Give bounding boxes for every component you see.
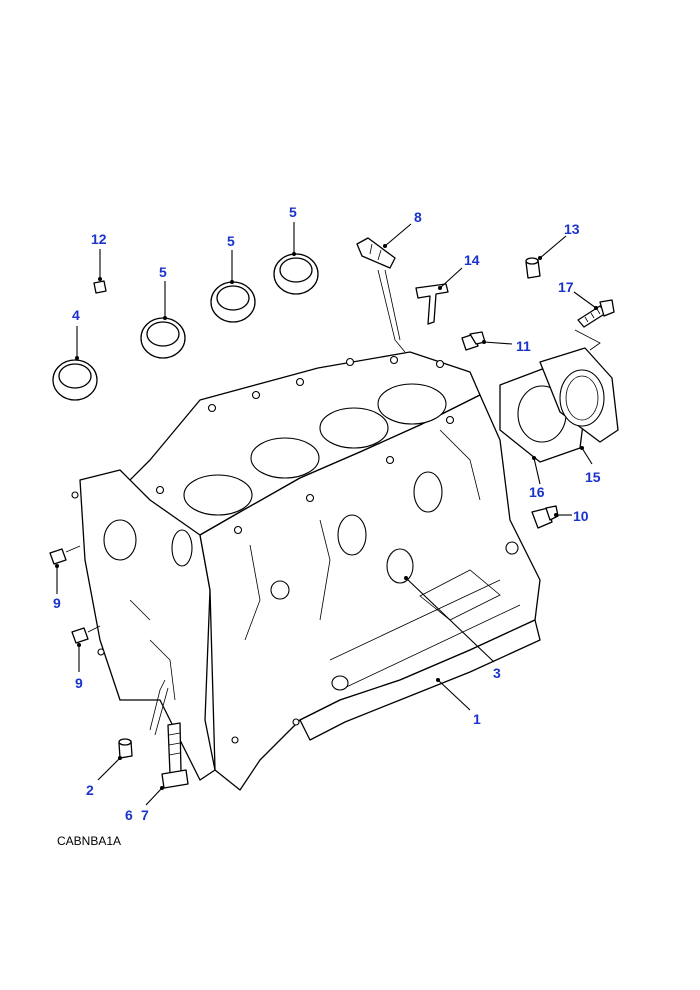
- callout-5b: 5: [227, 233, 235, 249]
- plug-8: [356, 237, 406, 353]
- rear-housing-15: [539, 347, 619, 443]
- dowel-2: [118, 738, 133, 759]
- callout-17: 17: [558, 279, 574, 295]
- callout-1: 1: [473, 711, 481, 727]
- callout-15: 15: [585, 469, 601, 485]
- callout-10: 10: [573, 508, 589, 524]
- cylinder-block: [71, 351, 541, 791]
- callout-5a: 5: [159, 264, 167, 280]
- callout-6: 6: [125, 807, 133, 823]
- callout-11: 11: [516, 338, 531, 354]
- callout-3: 3: [493, 665, 501, 681]
- callout-12: 12: [91, 231, 107, 247]
- callout-5c: 5: [289, 204, 297, 220]
- callout-16: 16: [529, 484, 545, 500]
- main-bearing-shell-5c: [273, 253, 319, 295]
- plug-9-lower: [71, 625, 101, 644]
- plug-10: [531, 505, 559, 529]
- plug-11: [461, 331, 486, 351]
- bracket-14: [415, 283, 449, 325]
- callout-4: 4: [72, 307, 80, 323]
- main-bearing-shell-5a: [140, 317, 186, 359]
- callout-2: 2: [86, 782, 94, 798]
- callout-13: 13: [564, 221, 580, 237]
- dowel-12: [93, 280, 107, 294]
- callout-7: 7: [141, 807, 149, 823]
- callout-9a: 9: [53, 595, 61, 611]
- bolt-17: [574, 299, 615, 351]
- main-bearing-shell-5b: [210, 281, 256, 323]
- dowel-13: [525, 257, 541, 279]
- callout-8: 8: [414, 209, 422, 225]
- leader-lines: [55, 222, 598, 806]
- bolt-6-7: [149, 679, 189, 789]
- callout-9b: 9: [75, 675, 83, 691]
- figure-code: CABNBA1A: [57, 834, 122, 848]
- plug-9-upper: [49, 545, 81, 565]
- callout-14: 14: [464, 252, 480, 268]
- main-bearing-shell-4: [52, 359, 98, 401]
